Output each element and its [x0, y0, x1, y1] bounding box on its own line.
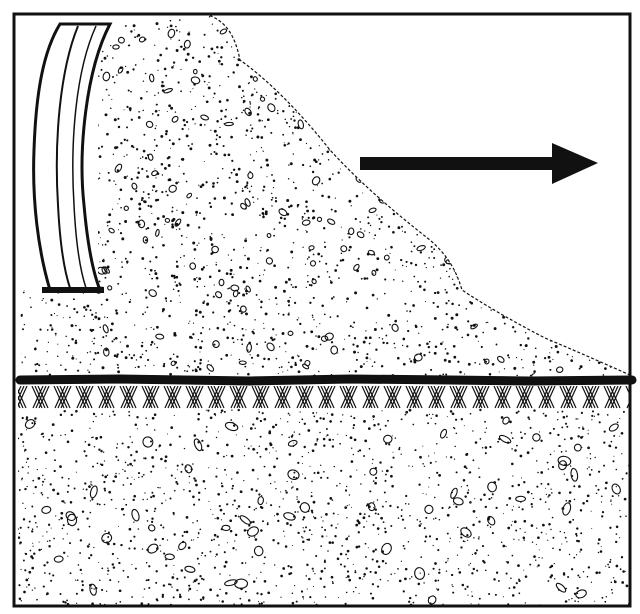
subsoil-aggregate [18, 409, 631, 607]
loose-material-pile [19, 13, 633, 380]
ground-surface-line [20, 379, 632, 381]
arrow-right-icon [360, 143, 598, 184]
compacted-layer-hatching [10, 386, 640, 408]
curved-blade [34, 24, 110, 290]
